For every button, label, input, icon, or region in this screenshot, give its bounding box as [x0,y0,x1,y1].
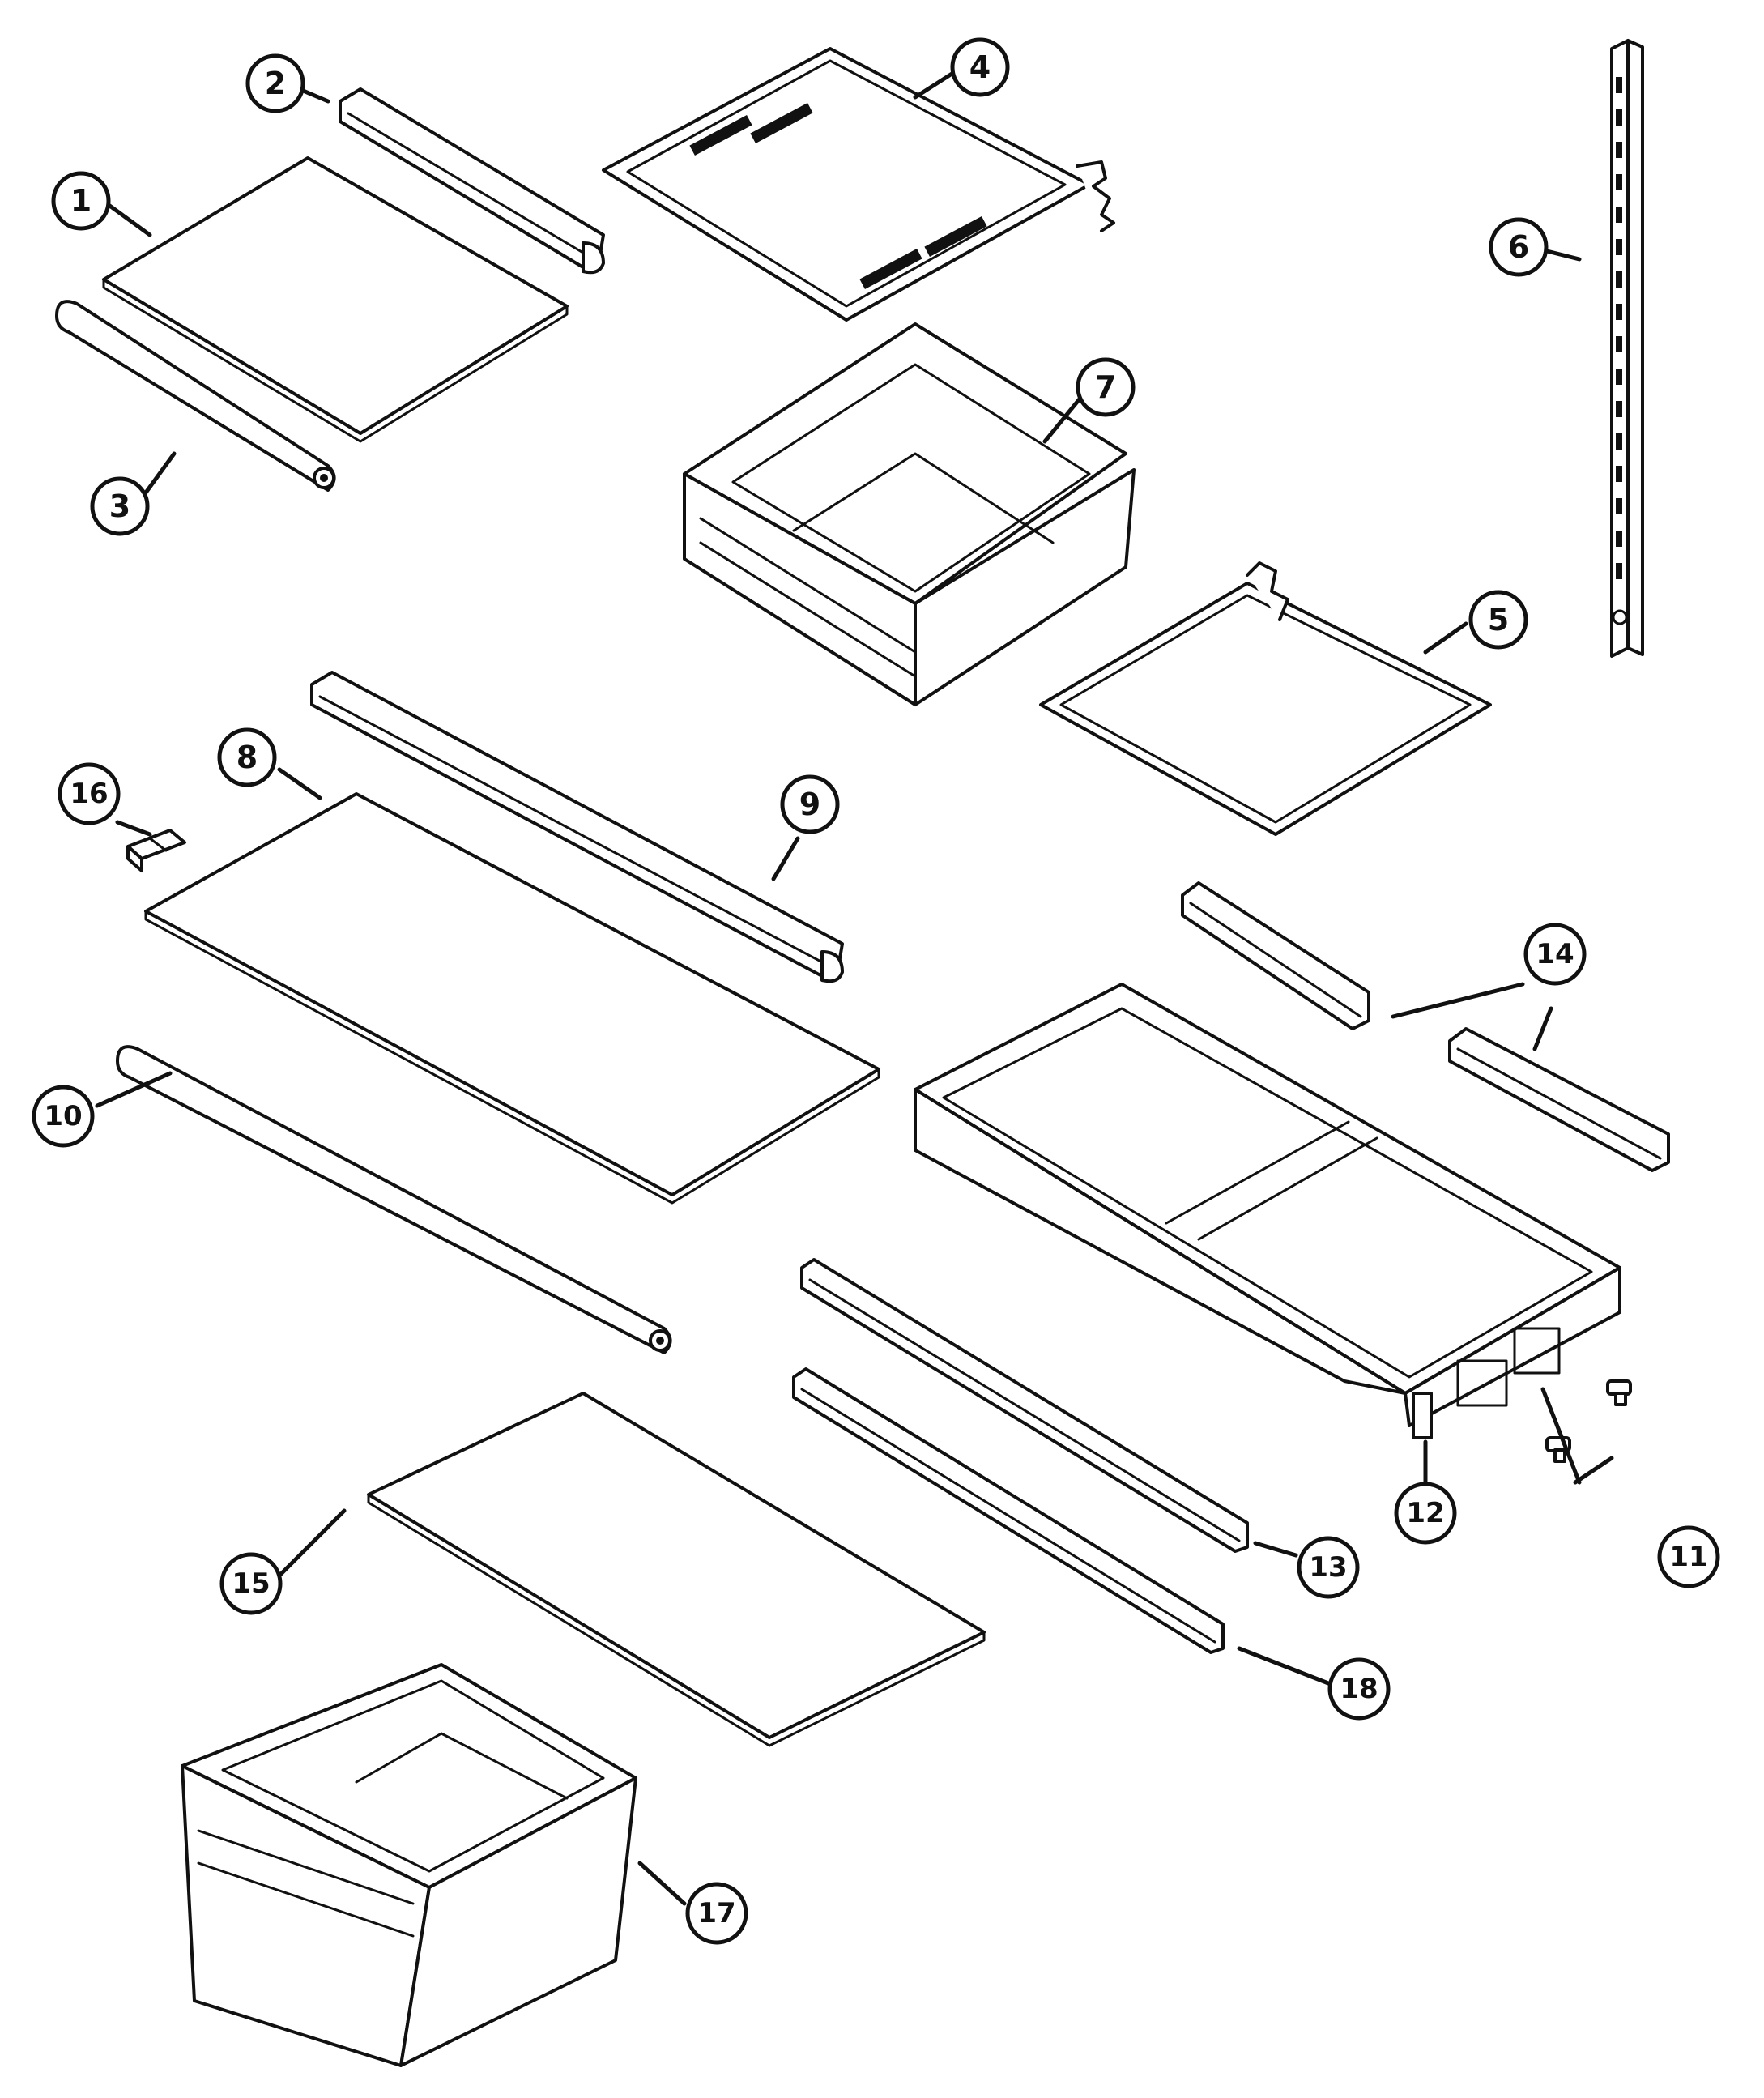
callout-17: 17 [685,1882,748,1945]
part-9-rear-trim [310,671,844,983]
callout-9-label: 9 [799,787,820,822]
callout-7: 7 [1076,357,1136,417]
part-14-slide-rail-b [1448,1027,1670,1172]
callout-7-label: 7 [1095,369,1116,405]
part-16-clip [126,829,186,872]
callout-13: 13 [1297,1536,1360,1599]
part-17-drawer [181,1663,637,2067]
part-7-drawer [683,322,1136,706]
callout-15: 15 [219,1552,283,1615]
part-1-glass-shelf [102,156,569,443]
part-11-screws [1545,1379,1632,1463]
callout-4: 4 [950,37,1010,97]
part-8-glass-shelf [144,792,880,1205]
callout-8-label: 8 [236,740,258,775]
callout-11: 11 [1657,1525,1720,1588]
callout-1-label: 1 [70,183,92,219]
callout-12: 12 [1394,1482,1457,1545]
callout-16-label: 16 [70,778,108,810]
part-15-crisper-glass [367,1392,986,1747]
callout-2-label: 2 [265,66,286,101]
callout-14-label: 14 [1536,938,1574,970]
callout-15-label: 15 [232,1567,270,1600]
callout-4-label: 4 [969,49,991,85]
callout-5: 5 [1468,590,1528,650]
callout-6-label: 6 [1508,229,1529,265]
callout-1: 1 [51,171,111,231]
part-12-crisper-cover-frame [914,983,1621,1439]
callout-12-label: 12 [1406,1497,1444,1529]
part-6-shelf-standard [1610,39,1644,658]
callout-13-label: 13 [1309,1551,1347,1584]
callout-2: 2 [245,53,305,113]
callout-3: 3 [90,476,150,536]
callout-17-label: 17 [697,1897,735,1930]
callout-18-label: 18 [1340,1673,1378,1705]
callout-14: 14 [1523,923,1587,986]
callout-16: 16 [58,762,121,825]
part-4-shelf-frame [602,47,1115,322]
part-18-slide-rail [792,1367,1225,1654]
callout-6: 6 [1489,217,1549,277]
part-2-rear-trim [339,87,605,275]
callout-18: 18 [1327,1657,1391,1721]
callout-5-label: 5 [1488,602,1509,638]
part-5-shelf-frame [1039,561,1492,836]
callout-3-label: 3 [109,488,130,524]
callout-10-label: 10 [44,1100,82,1132]
callout-10: 10 [32,1085,95,1148]
part-14-slide-rail-a [1181,881,1370,1030]
callout-11-label: 11 [1669,1541,1707,1573]
callout-8: 8 [217,727,277,787]
part-10-front-trim [116,1045,672,1354]
part-13-slide-rail [800,1258,1249,1553]
callout-9: 9 [780,774,840,834]
part-3-front-trim [55,300,336,492]
